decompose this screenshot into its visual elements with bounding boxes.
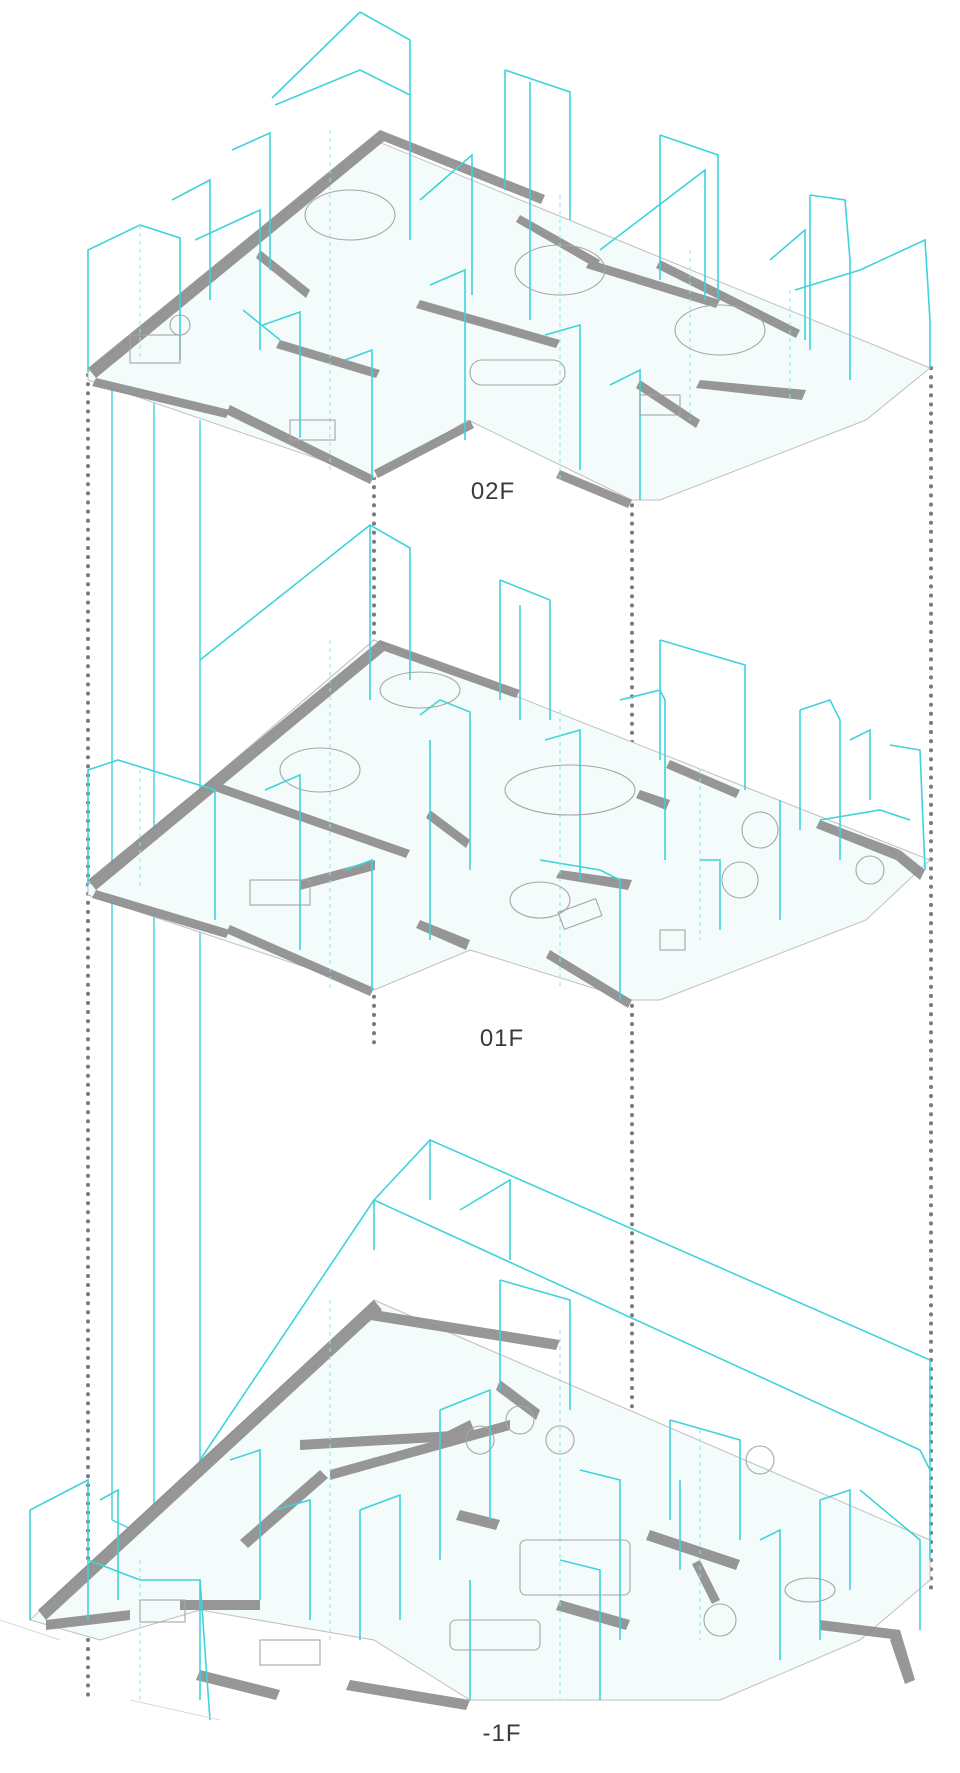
floor-01F	[87, 524, 931, 1008]
furniture-02F	[129, 189, 766, 441]
structural-walls-02F	[88, 130, 806, 508]
wall-volumes-02F	[87, 11, 931, 500]
context-lines	[0, 1619, 221, 1721]
structural-walls-B1F	[38, 1300, 915, 1710]
wall-hidden-lines-B1F	[139, 1300, 701, 1700]
wall-volumes-B1F	[29, 1279, 921, 1721]
wall-hidden-lines-01F	[139, 640, 701, 990]
floor-B1F	[29, 1139, 931, 1721]
floor-label-02F: 02F	[470, 478, 516, 505]
wall-hidden-lines-02F	[139, 130, 791, 480]
floor-label-01F: 01F	[479, 1025, 525, 1052]
floor-02F	[87, 11, 931, 508]
furniture-01F	[249, 671, 885, 951]
floor-label-B1F: -1F	[482, 1720, 522, 1747]
structural-walls-01F	[88, 640, 925, 1008]
vertical-shaft	[111, 375, 201, 1541]
slab-outline-02F	[87, 139, 931, 501]
furniture-B1F	[139, 1405, 836, 1666]
enclosure-B1F	[199, 1139, 931, 1560]
